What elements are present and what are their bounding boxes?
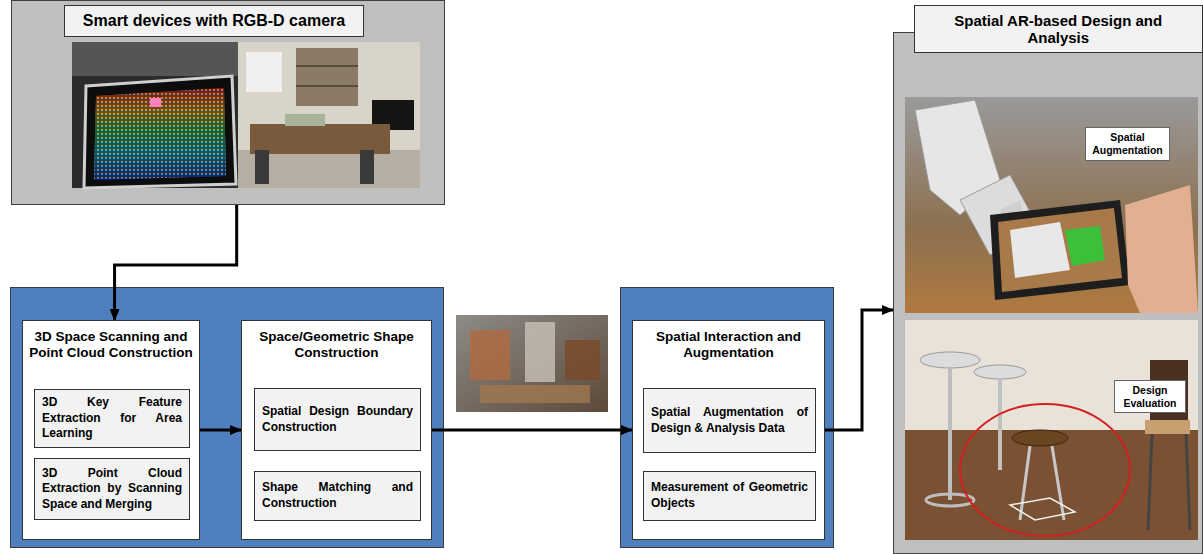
process-box: 3D Space Scanning and Point Cloud Constr…	[22, 320, 200, 540]
module-title: Spatial Interaction and Augmentation	[633, 321, 824, 361]
flow-arrow	[115, 205, 237, 320]
robot-arm-photo	[905, 97, 1198, 313]
step-box: 3D Key Feature Extraction for Area Learn…	[34, 389, 190, 448]
flow-arrow	[432, 429, 632, 432]
step-box: Spatial Augmentation of Design & Analysi…	[643, 388, 816, 453]
step-box: Measurement of Geometric Objects	[643, 471, 816, 521]
step-box: Spatial Design Boundary Construction	[254, 388, 421, 451]
callout-box: Design Evaluation	[1114, 380, 1186, 413]
callout-text: Spatial Augmentation	[1090, 131, 1165, 156]
module-title: 3D Space Scanning and Point Cloud Constr…	[23, 321, 199, 361]
reconstruction-image	[456, 315, 608, 412]
step-text: Spatial Design Boundary Construction	[262, 404, 413, 435]
step-text: 3D Key Feature Extraction for Area Learn…	[42, 395, 182, 442]
module-title: Space/Geometric Shape Construction	[242, 321, 431, 361]
office-photo	[238, 42, 420, 188]
callout-box: Spatial Augmentation	[1085, 127, 1170, 161]
step-text: Measurement of Geometric Objects	[651, 480, 808, 511]
flow-arrow	[825, 310, 893, 430]
step-text: 3D Point Cloud Extraction by Scanning Sp…	[42, 466, 182, 513]
stool-photo	[905, 320, 1198, 540]
process-box: Spatial Interaction and AugmentationSpat…	[632, 320, 825, 540]
step-box: 3D Point Cloud Extraction by Scanning Sp…	[34, 458, 190, 520]
panel-group: Smart devices with RGB-D camera	[11, 0, 445, 205]
step-text: Shape Matching and Construction	[262, 480, 413, 511]
scan-photo	[72, 42, 238, 188]
panel-group: Spatial AR-based Design and AnalysisSpat…	[893, 5, 1203, 554]
step-text: Spatial Augmentation of Design & Analysi…	[651, 405, 808, 436]
process-box: Space/Geometric Shape ConstructionSpatia…	[241, 320, 432, 540]
step-box: Shape Matching and Construction	[254, 471, 421, 521]
panel-heading: Smart devices with RGB-D camera	[64, 5, 364, 37]
flow-arrow	[200, 429, 241, 432]
panel-heading: Spatial AR-based Design and Analysis	[914, 5, 1203, 53]
callout-text: Design Evaluation	[1119, 384, 1181, 409]
